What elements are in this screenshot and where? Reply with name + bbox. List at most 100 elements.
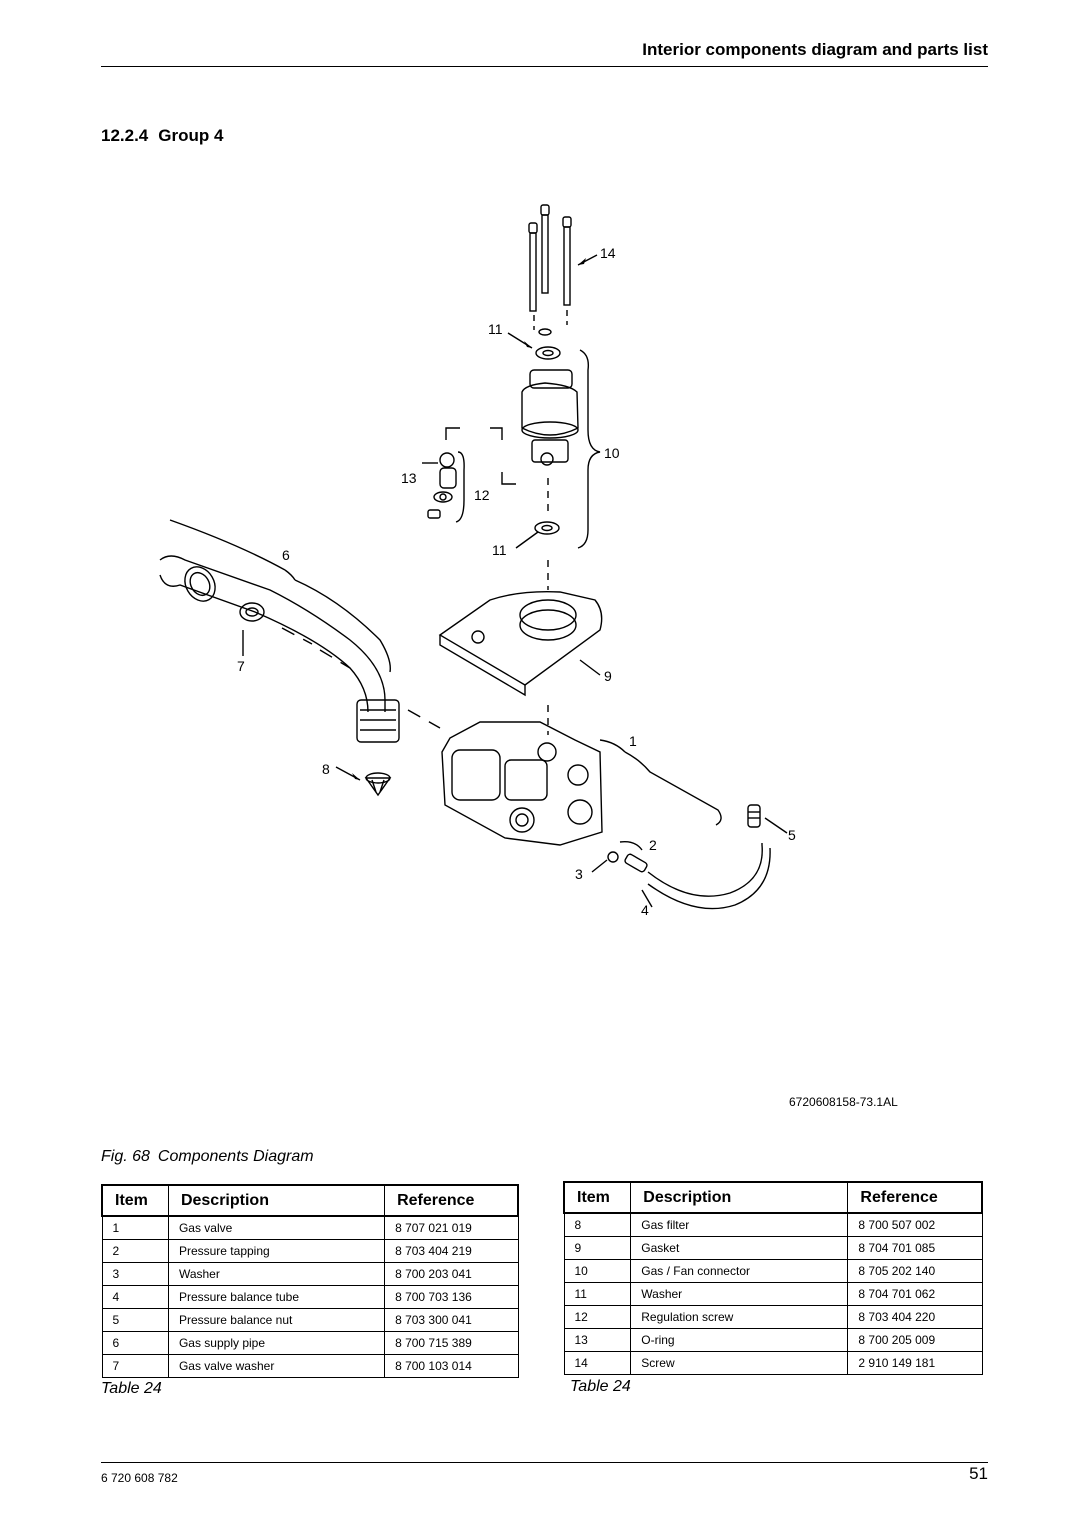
description-cell: Washer [167,1262,386,1286]
drawing-code: 6720608158-73.1AL [789,1095,898,1109]
column-header-description: Description [630,1181,848,1214]
item-cell: 5 [101,1308,169,1332]
description-cell: Gas supply pipe [167,1331,386,1355]
item-cell: 7 [101,1354,169,1378]
item-cell: 1 [101,1215,169,1240]
leader-lines [242,254,788,908]
reference-cell: 8 700 715 389 [384,1331,519,1355]
diagram-label: 10 [604,445,620,461]
reference-cell: 8 700 205 009 [847,1328,983,1352]
description-cell: Washer [630,1282,849,1306]
column-header-reference: Reference [847,1181,984,1214]
reference-cell: 8 700 203 041 [384,1262,519,1286]
item-cell: 6 [101,1331,169,1355]
reference-cell: 8 703 404 219 [384,1239,519,1263]
column-header-reference: Reference [384,1184,520,1217]
gasket-drawing [438,560,603,735]
column-header-item: Item [100,1184,169,1217]
item-cell: 9 [563,1236,632,1260]
description-cell: Pressure tapping [167,1239,386,1263]
description-cell: Gas valve washer [167,1354,386,1378]
column-header-description: Description [167,1184,385,1217]
diagram-label: 13 [401,470,417,486]
reference-cell: 8 703 404 220 [847,1305,983,1329]
diagram-label: 8 [322,761,330,777]
pressure-balance-nut-drawing [747,804,761,828]
table-caption-left: Table 24 [101,1380,162,1397]
regulation-screw-drawing [427,451,465,523]
reference-cell: 8 700 507 002 [847,1212,983,1237]
description-cell: Gas filter [630,1212,849,1237]
item-cell: 4 [101,1285,169,1309]
diagram-label: 4 [641,902,649,918]
diagram-label: 14 [600,245,616,261]
description-cell: Pressure balance nut [167,1308,386,1332]
item-cell: 13 [563,1328,632,1352]
description-cell: Screw [630,1351,849,1375]
figure-label: Fig. 68 [101,1148,150,1165]
diagram-label: 2 [649,837,657,853]
diagram-label: 1 [629,733,637,749]
item-cell: 14 [563,1351,632,1375]
diagram-label: 9 [604,668,612,684]
reference-cell: 8 700 703 136 [384,1285,519,1309]
gas-valve-drawing [441,721,722,846]
reference-cell: 8 704 701 085 [847,1236,983,1260]
page-number: 51 [969,1464,988,1483]
item-cell: 8 [563,1212,632,1237]
description-cell: Regulation screw [630,1305,849,1329]
reference-cell: 2 910 149 181 [847,1351,983,1375]
description-cell: Gas / Fan connector [630,1259,849,1283]
connector-drawing [445,349,601,549]
reference-cell: 8 703 300 041 [384,1308,519,1332]
description-cell: Gasket [630,1236,849,1260]
reference-cell: 8 707 021 019 [384,1215,519,1240]
figure-title: Components Diagram [157,1148,314,1165]
diagram-label: 6 [282,547,290,563]
description-cell: O-ring [630,1328,849,1352]
item-cell: 10 [563,1259,632,1283]
description-cell: Pressure balance tube [167,1285,386,1309]
diagram-label: 3 [575,866,583,882]
description-cell: Gas valve [167,1215,386,1240]
item-cell: 11 [563,1282,632,1306]
table-caption-right: Table 24 [570,1378,631,1395]
pressure-balance-tube-drawing [647,843,771,910]
gas-filter-drawing [364,772,392,797]
section-title: Group 4 [158,126,224,145]
pressure-tapping-drawing [607,840,648,873]
item-cell: 12 [563,1305,632,1329]
item-cell: 2 [101,1239,169,1263]
reference-cell: 8 705 202 140 [847,1259,983,1283]
figure-caption: Fig. 68 Components Diagram [101,1148,314,1166]
diagram-label: 12 [474,487,490,503]
diagram-label: 5 [788,827,796,843]
components-diagram: 14 11 10 13 12 11 6 9 7 1 8 5 2 3 4 6720… [159,204,898,1109]
reference-cell: 8 700 103 014 [384,1354,519,1378]
item-cell: 3 [101,1262,169,1286]
header-rule [101,66,988,67]
page-header-title: Interior components diagram and parts li… [642,40,988,59]
gas-supply-pipe-drawing [159,519,441,743]
diagram-label: 11 [488,321,503,337]
diagram-label: 7 [237,658,245,674]
column-header-item: Item [563,1181,631,1214]
footer-rule [101,1462,988,1463]
reference-cell: 8 704 701 062 [847,1282,983,1306]
